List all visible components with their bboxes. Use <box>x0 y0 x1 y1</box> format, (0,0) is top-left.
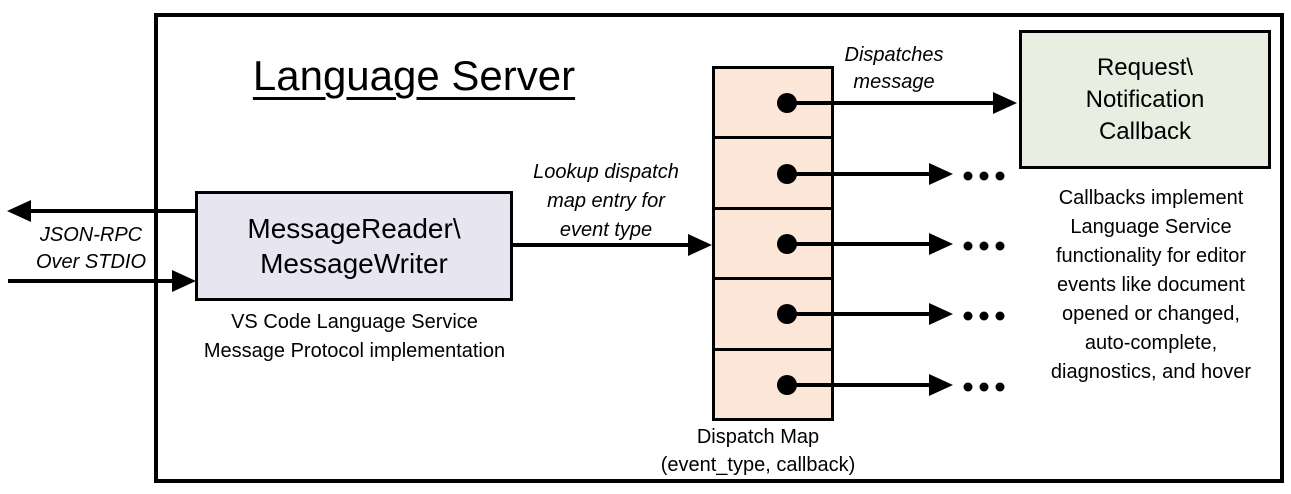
message-io-caption-line-1: VS Code Language Service <box>231 311 478 333</box>
dispatch-map-caption: Dispatch Map (event_type, callback) <box>642 423 874 479</box>
callbacks-note-line: functionality for editor <box>1055 245 1247 267</box>
callbacks-note-line: diagnostics, and hover <box>1050 361 1252 383</box>
diagram-title: Language Server <box>252 52 576 99</box>
callbacks-note-line: auto-complete, <box>1084 332 1218 354</box>
dispatch-map-cell <box>715 210 831 281</box>
callback-box-line-1: Request\ <box>1096 53 1194 81</box>
callbacks-note-line: Language Service <box>1070 216 1232 238</box>
lookup-label-line-2: map entry for <box>547 190 665 212</box>
dispatch-map-cell <box>715 280 831 351</box>
lookup-dispatch-label: Lookup dispatch map entry for event type <box>518 158 694 245</box>
dispatch-map-caption-line-1: Dispatch Map <box>696 426 820 448</box>
json-rpc-over-stdio-label: JSON-RPC Over STDIO <box>15 222 167 276</box>
message-reader-label: MessageReader\ <box>247 213 461 244</box>
callback-box-line-3: Callback <box>1098 117 1192 145</box>
lookup-label-line-1: Lookup dispatch <box>533 161 679 183</box>
dispatches-message-label: Dispatches message <box>828 42 960 96</box>
dispatch-map-cell <box>715 69 831 140</box>
dispatch-map-cell <box>715 351 831 418</box>
dispatches-label-line-1: Dispatches <box>844 44 944 66</box>
callbacks-note-line: Callbacks implement <box>1058 187 1244 209</box>
dispatch-map <box>712 66 834 421</box>
dispatches-label-line-2: message <box>853 71 935 93</box>
request-notification-callback-box: Request\ Notification Callback <box>1019 30 1271 169</box>
dispatch-map-cell <box>715 139 831 210</box>
dispatch-map-caption-line-2: (event_type, callback) <box>660 454 856 476</box>
message-writer-label: MessageWriter <box>260 248 448 279</box>
callbacks-note: Callbacks implement Language Service fun… <box>1015 184 1287 387</box>
message-reader-writer-box: MessageReader\ MessageWriter <box>195 191 513 301</box>
json-rpc-label-line-1: JSON-RPC <box>39 224 143 246</box>
callbacks-note-line: opened or changed, <box>1062 303 1240 325</box>
message-io-caption-line-2: Message Protocol implementation <box>203 340 506 362</box>
json-rpc-label-line-2: Over STDIO <box>35 251 146 273</box>
callbacks-note-line: events like document <box>1057 274 1245 296</box>
message-io-caption: VS Code Language Service Message Protoco… <box>186 308 523 366</box>
lookup-label-line-3: event type <box>559 219 653 241</box>
callback-box-line-2: Notification <box>1085 85 1205 113</box>
